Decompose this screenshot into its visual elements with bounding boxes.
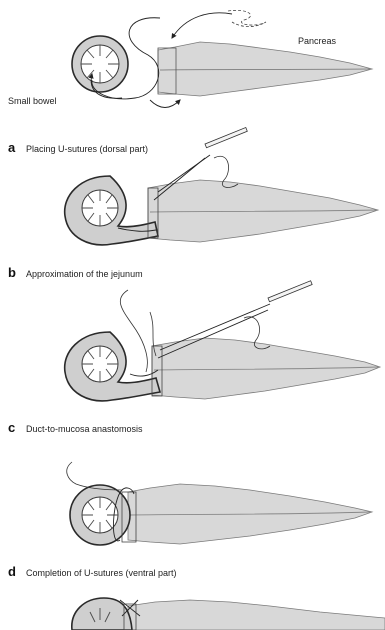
small-bowel [72,36,128,92]
caption-a-text: Placing U-sutures (dorsal part) [26,144,148,154]
caption-d-text: Completion of U-sutures (ventral part) [26,568,177,578]
panel-e-partial [72,598,385,630]
thread-dashed [228,10,266,26]
needle-holder [268,281,312,302]
small-bowel [65,332,160,401]
pancreas-remnant [128,600,385,630]
arrow-bottom [150,100,180,108]
needle-holder [205,128,247,148]
panel-a: Pancreas Small bowel [8,10,372,107]
caption-b-text: Approximation of the jejunum [26,269,143,279]
small-bowel [70,485,130,545]
panel-d [67,462,372,545]
pancreas-label: Pancreas [298,36,337,46]
caption-c-text: Duct-to-mucosa anastomosis [26,424,143,434]
arrow-top [172,13,232,38]
small-bowel [65,176,158,245]
caption-d-letter: d [8,564,16,579]
caption-c-letter: c [8,420,15,435]
caption-b-letter: b [8,265,16,280]
caption-a-letter: a [8,140,16,155]
pancreas-remnant [152,338,380,399]
small-bowel-label: Small bowel [8,96,57,106]
panel-c [65,281,380,401]
